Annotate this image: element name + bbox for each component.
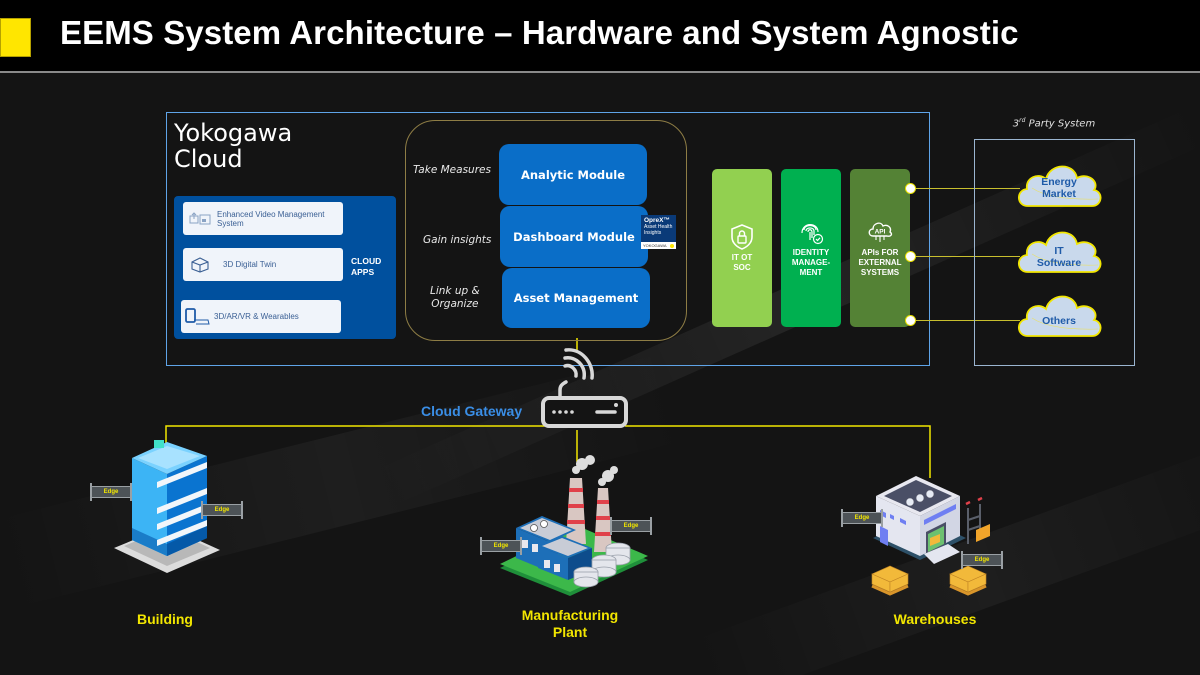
edge-device-tag[interactable]: Edge (961, 551, 1003, 569)
api-link-others (915, 320, 1020, 321)
cloud-others-label[interactable]: Others (1042, 315, 1076, 327)
fingerprint-icon (801, 224, 824, 245)
edge-device-tag[interactable]: Edge (201, 501, 243, 519)
pillar-label: APIs FOR EXTERNAL SYSTEMS (858, 248, 902, 277)
app-label: 3D Digital Twin (223, 260, 277, 269)
module-caption-gain-insights: Gain insights (423, 234, 492, 246)
cloud-apps-label: CLOUD APPS (351, 256, 382, 277)
vr-wearables-icon (185, 307, 210, 324)
oprex-brand: OpreX™ (644, 217, 671, 224)
yokogawa-cloud-title: Yokogawa Cloud (174, 119, 293, 173)
pillar-it-ot-soc[interactable]: IT OT SOC (712, 169, 772, 327)
api-link-it-software (915, 256, 1020, 257)
module-caption-take-measures: Take Measures (413, 164, 491, 176)
analytic-module[interactable]: Analytic Module (499, 144, 647, 205)
cloud-others-icon (1017, 295, 1102, 337)
video-management-icon (189, 211, 211, 224)
api-connector-dot (905, 315, 916, 326)
router-wifi-icon[interactable] (540, 348, 630, 432)
api-cloud-icon: API (868, 222, 893, 242)
cube-icon (191, 256, 209, 273)
building-icon (114, 440, 220, 573)
svg-text:API: API (875, 229, 886, 236)
slide-header: EEMS System Architecture – Hardware and … (0, 0, 1200, 73)
third-party-label-ordinal: rd (1019, 117, 1026, 124)
slide-title: EEMS System Architecture – Hardware and … (60, 14, 1019, 51)
third-party-label-text: Party System (1025, 118, 1096, 130)
api-connector-dot (905, 251, 916, 262)
app-label: 3D/AR/VR & Wearables (214, 312, 299, 321)
pillar-label: IT OT SOC (731, 253, 753, 272)
cloud-energy-market-icon (1017, 165, 1102, 207)
third-party-label: 3rd Party System (975, 117, 1133, 129)
cloud-energy-market-label[interactable]: Energy Market (1041, 176, 1077, 200)
api-link-energy-market (915, 188, 1020, 189)
third-party-label-number: 3 (1012, 118, 1020, 130)
site-bus-left (165, 425, 545, 448)
edge-device-tag[interactable]: Edge (610, 517, 652, 535)
manufacturing-plant-icon (500, 455, 648, 596)
app-card-video-management[interactable]: Enhanced Video Management System (183, 202, 343, 235)
modules-frame: Take Measures Analytic Module Gain insig… (405, 120, 687, 341)
site-bus-right (625, 425, 931, 478)
third-party-box (974, 139, 1135, 366)
dashboard-module[interactable]: Dashboard Module (500, 206, 648, 267)
module-caption-link-up: Link up & Organize (430, 285, 480, 310)
pillar-apis-external[interactable]: API APIs FOR EXTERNAL SYSTEMS (850, 169, 910, 327)
oprex-badge: OpreX™ Asset Health Insights YOKOGAWA (641, 215, 676, 249)
app-card-ar-vr-wearables[interactable]: 3D/AR/VR & Wearables (181, 300, 341, 333)
site-label-building: Building (137, 611, 193, 627)
edge-device-tag[interactable]: Edge (90, 483, 132, 501)
edge-device-tag[interactable]: Edge (841, 509, 883, 527)
cloud-gateway-label: Cloud Gateway (421, 403, 523, 419)
app-label: Enhanced Video Management System (217, 209, 325, 228)
yokogawa-logo-icon (670, 243, 674, 248)
pillar-identity-management[interactable]: IDENTITY MANAGE- MENT (781, 169, 841, 327)
asset-management-module[interactable]: Asset Management (502, 268, 650, 328)
oprex-product: Asset Health Insights (644, 224, 673, 236)
pillar-label: IDENTITY MANAGE- MENT (791, 248, 831, 277)
edge-device-tag[interactable]: Edge (480, 537, 522, 555)
shield-lock-icon (731, 224, 753, 250)
site-label-warehouses: Warehouses (893, 611, 977, 627)
api-connector-dot (905, 183, 916, 194)
oprex-vendor: YOKOGAWA (643, 242, 667, 248)
cloud-it-software-icon (1017, 231, 1102, 273)
warehouse-icon (871, 476, 990, 596)
cloud-apps-panel: Enhanced Video Management System 3D Digi… (174, 196, 396, 339)
yokogawa-cloud-box (166, 112, 930, 366)
cloud-it-software-label[interactable]: IT Software (1036, 245, 1082, 269)
header-accent-block (0, 18, 31, 57)
app-card-3d-digital-twin[interactable]: 3D Digital Twin (183, 248, 343, 281)
site-label-manufacturing-plant: Manufacturing Plant (521, 607, 619, 640)
oprex-vendor-strip: YOKOGAWA (641, 242, 676, 249)
